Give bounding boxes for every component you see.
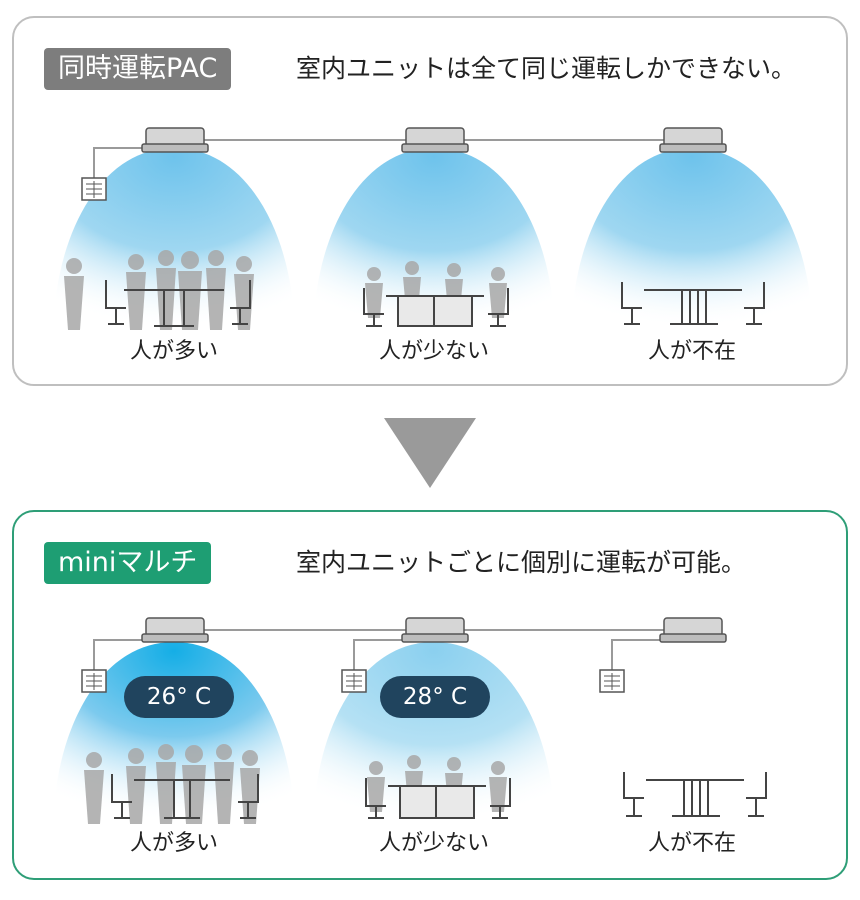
temperature-setting-badge: 26° C [124,676,234,718]
room-label-absent: 人が不在 [647,831,736,856]
meeting-table [134,779,230,819]
simultaneous-pac-scene [54,127,812,330]
airflow-cone-1 [54,642,294,822]
temperature-setting-badge: 28° C [380,676,490,718]
chair-icon [111,774,259,819]
ceiling-unit-icon [141,617,209,643]
down-arrow-icon [384,418,476,488]
chair-icon [365,778,511,819]
chair-icon [623,772,767,817]
remote-controller-icon [599,669,625,693]
remote-controller-icon [81,177,107,201]
room-label-many: 人が多い [129,339,218,364]
ceiling-unit-icon [659,127,727,153]
room-label-absent: 人が不在 [647,339,736,364]
mini-multi-panel: miniマルチ 室内ユニットごとに個別に運転が可能。 26° C 28° C 人… [12,510,848,880]
controller-wire [93,147,144,178]
room-label-many: 人が多い [129,831,218,856]
room-label-few: 人が少ない [378,339,489,364]
simultaneous-pac-panel: 同時運転PAC 室内ユニットは全て同じ運転しかできない。 人が多い 人が少ない … [12,16,848,386]
remote-controller-icon [81,669,107,693]
simultaneous-pac-description: 室内ユニットは全て同じ運転しかできない。 [296,54,797,83]
meeting-table [644,289,742,325]
remote-controller-icon [341,669,367,693]
airflow-cone-1 [54,148,294,328]
meeting-table [646,779,744,817]
meeting-table [386,295,484,327]
airflow-cone-3 [572,148,812,328]
ceiling-unit-icon [141,127,209,153]
mini-multi-scene [54,617,767,824]
mini-multi-badge: miniマルチ [44,542,212,584]
simultaneous-pac-badge: 同時運転PAC [44,48,232,90]
mini-multi-description: 室内ユニットごとに個別に運転が可能。 [296,548,747,577]
controller-wire [353,639,404,670]
chair-icon [363,288,509,327]
controller-wire [611,639,662,670]
ceiling-unit-icon [659,617,727,643]
chair-icon [621,282,765,325]
ceiling-unit-icon [401,127,469,153]
meeting-table [124,289,224,327]
room-label-few: 人が少ない [378,831,489,856]
meeting-table [388,785,486,819]
controller-wire [93,639,144,670]
ceiling-unit-icon [401,617,469,643]
chair-icon [105,280,251,325]
